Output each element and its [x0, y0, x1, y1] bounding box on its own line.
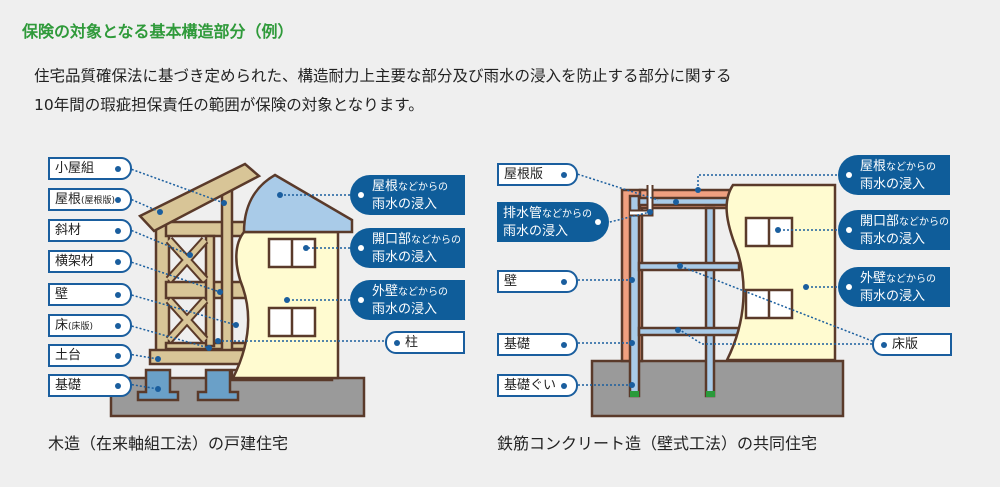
- label-roof-slab: 屋根版: [497, 163, 578, 186]
- page-title: 保険の対象となる基本構造部分（例）: [22, 22, 294, 41]
- callout-exterior-wall-water-intrusion: 外壁などからの雨水の浸入: [350, 280, 465, 320]
- label-column: 柱: [385, 331, 465, 354]
- label-diagonal-member: 斜材: [48, 219, 132, 242]
- callout-rc-opening-water-intrusion: 開口部などからの雨水の浸入: [838, 210, 950, 250]
- label-rc-wall: 壁: [497, 270, 578, 293]
- rc-building-illustration: [590, 183, 845, 418]
- label-foundation-pile: 基礎ぐい: [497, 374, 578, 397]
- callout-roof-water-intrusion: 屋根などからの雨水の浸入: [350, 175, 465, 215]
- label-sill: 土台: [48, 344, 132, 367]
- label-rc-foundation: 基礎: [497, 333, 578, 356]
- label-floor: 床(床版): [48, 314, 132, 337]
- leader-lines: [127, 167, 881, 390]
- label-roof: 屋根(屋根版): [48, 188, 132, 211]
- callout-drainpipe-water-intrusion: 排水管などからの雨水の浸入: [497, 202, 609, 242]
- callout-opening-water-intrusion: 開口部などからの雨水の浸入: [350, 228, 465, 268]
- callout-rc-exterior-wall-water-intrusion: 外壁などからの雨水の浸入: [838, 267, 950, 307]
- description-line-1: 住宅品質確保法に基づき定められた、構造耐力上主要な部分及び雨水の浸入を防止する部…: [34, 67, 732, 85]
- wooden-house-caption: 木造（在来軸組工法）の戸建住宅: [48, 434, 289, 453]
- label-foundation: 基礎: [48, 374, 132, 397]
- label-koyagumi: 小屋組: [48, 157, 132, 180]
- label-floor-slab: 床版: [872, 333, 952, 356]
- callout-rc-roof-water-intrusion: 屋根などからの雨水の浸入: [838, 155, 950, 195]
- description-line-2: 10年間の瑕疵担保責任の範囲が保険の対象となります。: [34, 96, 424, 114]
- label-wall: 壁: [48, 283, 132, 306]
- rc-building-caption: 鉄筋コンクリート造（壁式工法）の共同住宅: [497, 434, 818, 453]
- wooden-house-illustration: [109, 162, 366, 418]
- leader-dots: [155, 187, 809, 392]
- label-horizontal-member: 横架材: [48, 250, 132, 273]
